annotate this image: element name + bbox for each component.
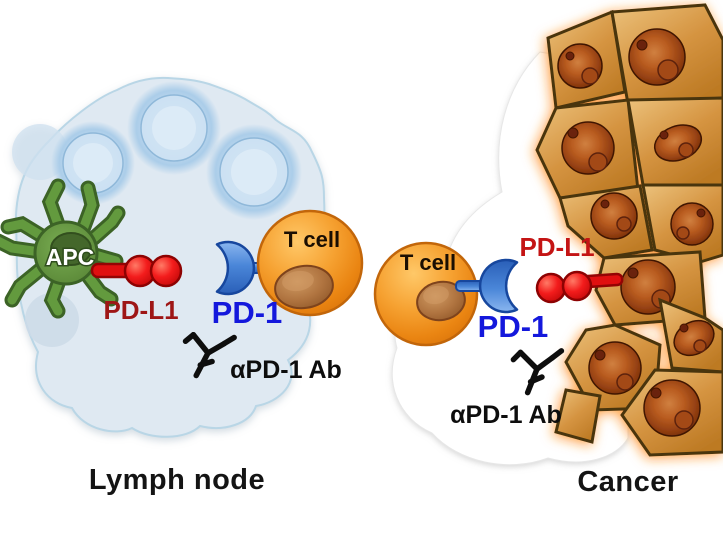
t-cell-label-cancer: T cell (400, 250, 456, 275)
anti-pd1-antibody-icon (182, 332, 237, 379)
pdl1-ligand-cancer (535, 270, 624, 304)
pdl1-ligand-lymph (90, 254, 183, 288)
lymph-follicle (51, 121, 135, 205)
apc-cell (0, 178, 126, 319)
lymph-node-region-label: Lymph node (89, 464, 265, 496)
antibody-label-cancer: αPD-1 Ab (450, 401, 562, 429)
cancer-cell (558, 184, 654, 260)
apc-nucleus (50, 232, 92, 266)
cancer-cell (535, 98, 640, 200)
anti-pd1-antibody-icon (510, 348, 565, 396)
t-cell-lymph (256, 209, 364, 317)
cancer-cell (641, 183, 723, 264)
cancer-cell (658, 297, 723, 374)
cancer-cell (546, 9, 627, 110)
cancer-cell (620, 368, 723, 457)
cancer-cell (564, 323, 662, 412)
pd1-label-cancer: PD-1 (478, 309, 549, 344)
t-cell-label-lymph: T cell (284, 227, 340, 252)
t-cell-cancer (373, 241, 479, 347)
lymph-follicle (127, 81, 221, 175)
pd1-label-lymph: PD-1 (212, 295, 283, 330)
pdl1-label-cancer: PD-L1 (519, 232, 594, 262)
lymph-follicle (206, 124, 302, 220)
cancer-cell (626, 96, 723, 187)
cancer-cell (610, 3, 723, 106)
apc-label: APC (46, 244, 95, 270)
antibody-label-lymph: αPD-1 Ab (230, 356, 342, 384)
pd1-receptor-cancer (455, 258, 519, 314)
lymph-pale-spot (25, 293, 79, 347)
cancer-tissue (535, 3, 723, 457)
lymph-node-region (12, 76, 326, 438)
pdl1-label-lymph: PD-L1 (103, 295, 178, 325)
cancer-region-label: Cancer (577, 466, 678, 498)
cancer-cell (554, 388, 602, 444)
